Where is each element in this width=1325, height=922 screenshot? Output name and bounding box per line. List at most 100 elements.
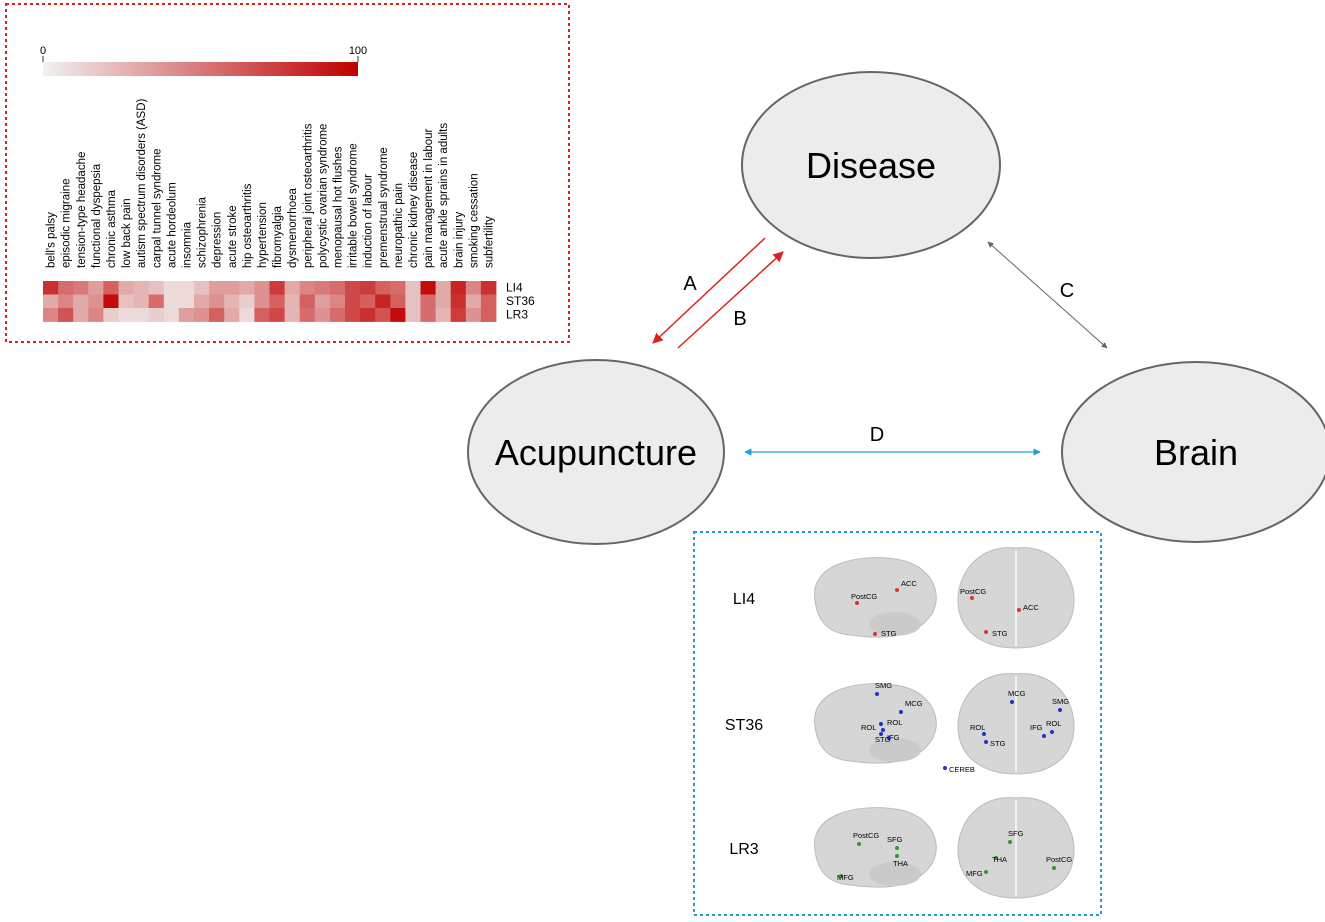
heatmap-cell — [103, 308, 119, 322]
node-disease: Disease — [741, 71, 1001, 259]
region-label: ROL — [861, 723, 876, 732]
top-brain-view: PostCG ACC STG — [957, 547, 1075, 649]
region-marker — [895, 588, 899, 592]
heatmap-cell — [148, 281, 165, 295]
region-marker — [873, 632, 877, 636]
node-brain-shape — [1061, 361, 1325, 543]
heatmap-cell — [58, 281, 74, 295]
heatmap-column-label: induction of labour — [363, 174, 375, 268]
region-label: STG — [875, 735, 891, 744]
heatmap-column-label: irritable bowel syndrome — [348, 143, 360, 268]
region-label: MFG — [837, 873, 854, 882]
region-marker — [895, 854, 899, 858]
heatmap-cell — [133, 308, 150, 322]
region-marker — [1042, 734, 1046, 738]
heatmap-cell — [314, 281, 331, 295]
edge-c-label: C — [1060, 280, 1074, 302]
heatmap-cell — [148, 308, 165, 322]
region-marker — [984, 870, 988, 874]
region-marker — [1050, 730, 1054, 734]
heatmap-column-label: depression — [212, 212, 224, 268]
heatmap-cell — [58, 294, 74, 309]
region-label: STG — [992, 629, 1008, 638]
heatmap-cell — [118, 308, 134, 322]
heatmap-column-label: autism spectrum disorders (ASD) — [136, 98, 148, 268]
color-scale-min-label: 0 — [40, 45, 46, 57]
heatmap-row-label: ST36 — [506, 294, 535, 308]
heatmap-column-label: episodic migraine — [61, 179, 73, 269]
heatmap-column-label: hip osteoarthritis — [242, 183, 254, 268]
heatmap-column-label: acute stroke — [227, 205, 239, 268]
heatmap-cell — [390, 294, 406, 309]
heatmap-cell — [375, 294, 391, 309]
node-brain: Brain — [1061, 361, 1325, 543]
heatmap-column-label: peripheral joint osteoarthritis — [302, 123, 314, 268]
heatmap-cell — [329, 308, 346, 322]
heatmap-cell — [194, 281, 210, 295]
region-label: THA — [893, 859, 908, 868]
heatmap-column-label: dysmenorrhoea — [287, 187, 299, 268]
region-label: STG — [881, 629, 897, 638]
edge-b-label: B — [733, 308, 746, 330]
node-disease-shape — [741, 71, 1001, 259]
heatmap-cell — [163, 281, 180, 295]
region-label: CEREB — [949, 765, 975, 774]
cerebellum-shape — [869, 738, 921, 762]
region-marker — [881, 728, 885, 732]
heatmap-cell — [133, 294, 150, 309]
heatmap-cell — [375, 308, 391, 322]
heatmap-cell — [299, 294, 316, 309]
heatmap-cell — [209, 294, 225, 309]
region-marker — [855, 601, 859, 605]
heatmap-cell — [178, 294, 195, 309]
region-marker — [899, 710, 903, 714]
edge-d-label: D — [870, 424, 884, 446]
heatmap-cell — [239, 294, 255, 309]
region-marker — [970, 596, 974, 600]
heatmap-cell — [420, 308, 436, 322]
heatmap-cell — [420, 281, 436, 295]
heatmap-panel-border — [5, 3, 570, 343]
region-label: SFG — [887, 835, 903, 844]
edge-b-arrow — [677, 251, 784, 349]
heatmap-cell — [209, 281, 225, 295]
heatmap-cell — [480, 281, 497, 295]
heatmap-column-label: carpal tunnel syndrome — [151, 148, 163, 268]
region-marker — [879, 722, 883, 726]
heatmap-cell — [73, 308, 89, 322]
region-label: MFG — [966, 869, 983, 878]
heatmap-cell — [254, 281, 270, 295]
region-marker — [1017, 608, 1021, 612]
heatmap-cell — [103, 294, 119, 309]
heatmap-cell — [103, 281, 119, 295]
region-marker — [943, 766, 947, 770]
edge-c-arrow — [987, 241, 1108, 349]
heatmap-cell — [405, 281, 421, 295]
region-marker — [1058, 708, 1062, 712]
region-label: IFG — [887, 733, 900, 742]
region-label: SMG — [1052, 697, 1069, 706]
heatmap-cell — [163, 294, 180, 309]
heatmap-grid — [43, 281, 497, 322]
heatmap-cell — [73, 281, 89, 295]
heatmap-cell — [465, 308, 482, 322]
heatmap-cell — [269, 281, 285, 295]
heatmap-cell — [224, 281, 240, 295]
region-marker — [994, 856, 998, 860]
heatmap-cell — [254, 308, 270, 322]
region-label: PostCG — [960, 587, 986, 596]
cerebellum-shape — [869, 612, 921, 636]
node-acupuncture-label: Acupuncture — [495, 432, 697, 473]
region-label: ROL — [887, 718, 902, 727]
region-label: ACC — [1023, 603, 1039, 612]
heatmap-cell — [360, 294, 376, 309]
heatmap-column-label: fibromyalgia — [272, 205, 284, 268]
node-brain-label: Brain — [1154, 432, 1238, 473]
